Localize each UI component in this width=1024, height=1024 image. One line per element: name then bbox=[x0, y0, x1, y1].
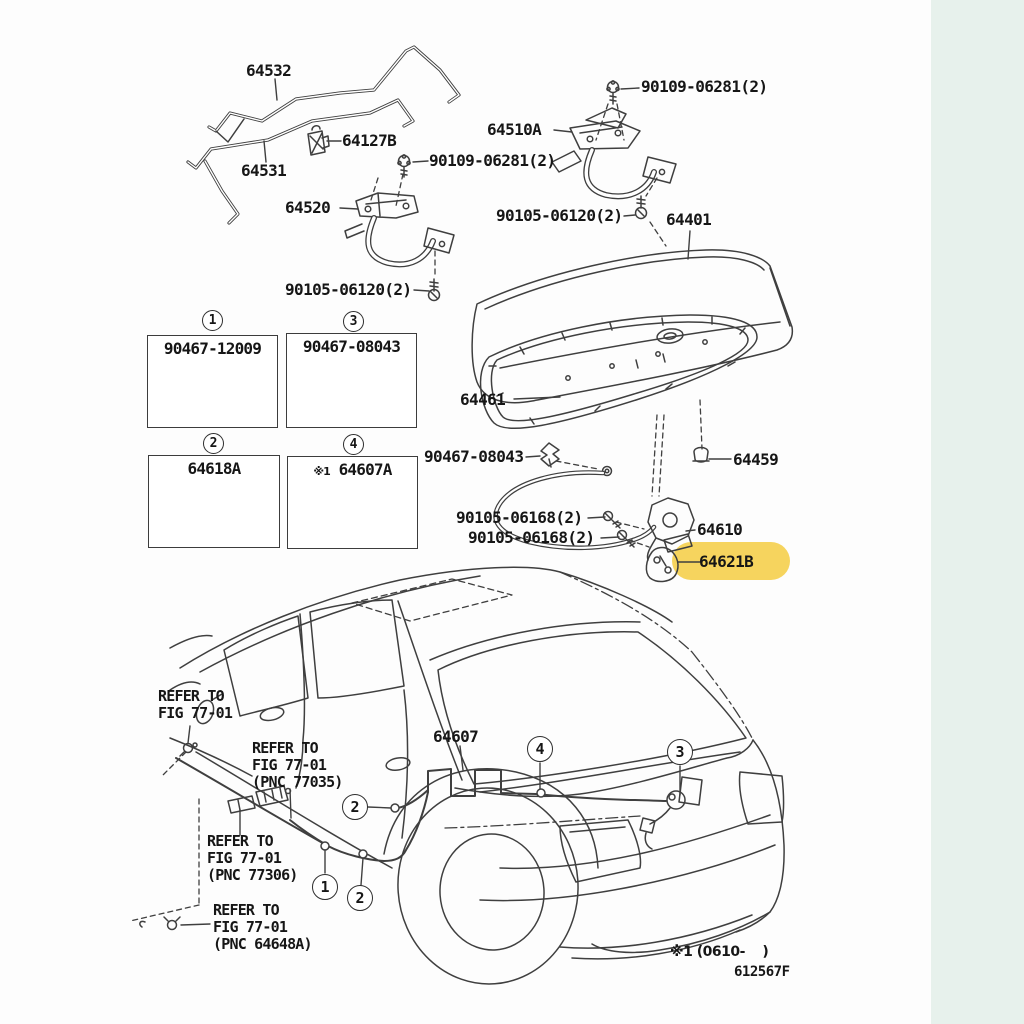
callout-3: 3 bbox=[667, 739, 693, 765]
label-64127B: 64127B bbox=[342, 131, 397, 150]
refer-note-line: REFER TO bbox=[158, 687, 225, 705]
label-64531: 64531 bbox=[241, 161, 287, 180]
clip-90467-08043-icon bbox=[540, 442, 560, 468]
callout-box-3: 3 bbox=[343, 311, 364, 332]
detail-box-90467-08043: 90467-08043 bbox=[286, 333, 417, 428]
bolt-90109-right-icon bbox=[606, 80, 620, 105]
callout-1: 1 bbox=[312, 874, 338, 900]
refer-note-line: REFER TO bbox=[207, 832, 274, 850]
refer-note-line: FIG 77-01 bbox=[252, 756, 327, 774]
dash-dot-lines bbox=[444, 571, 754, 829]
weatherstrip-64461 bbox=[479, 314, 758, 430]
label-90105-06168-b: 90105-06168(2) bbox=[468, 528, 595, 547]
refer-note-line: (PNC 64648A) bbox=[213, 935, 313, 953]
detail-box-90467-12009: 90467-12009 bbox=[147, 335, 278, 428]
label-64621B: 64621B bbox=[699, 552, 754, 571]
clip-64127b-icon bbox=[307, 125, 330, 156]
label-64610: 64610 bbox=[697, 520, 743, 539]
label-64510A: 64510A bbox=[487, 120, 542, 139]
footnote-applicability: ※1 (0610- ) bbox=[670, 944, 769, 960]
highlight-64621B bbox=[672, 542, 790, 580]
detail-box-part-number: ※1 64607A bbox=[288, 460, 417, 479]
label-64607: 64607 bbox=[433, 727, 479, 746]
refer-note-line: FIG 77-01 bbox=[158, 704, 233, 722]
refer-note-2: REFER TO FIG 77-01 (PNC 77035) bbox=[252, 740, 343, 791]
plug-64459-icon bbox=[692, 446, 710, 463]
leader-lines bbox=[180, 78, 732, 926]
right-margin-strip bbox=[931, 0, 1024, 1024]
detail-box-part-number: 90467-08043 bbox=[302, 337, 401, 356]
refer-note-line: FIG 77-01 bbox=[213, 918, 288, 936]
refer-note-4: REFER TO FIG 77-01 (PNC 64648A) bbox=[213, 901, 313, 953]
label-64520: 64520 bbox=[285, 198, 331, 217]
refer-note-line: (PNC 77035) bbox=[252, 773, 343, 791]
hinge-64520 bbox=[344, 192, 455, 302]
label-64459: 64459 bbox=[733, 450, 779, 469]
callout-4: 4 bbox=[527, 736, 553, 762]
torsion-bars bbox=[186, 45, 461, 225]
detail-box-64618A: 64618A bbox=[148, 455, 280, 548]
detail-box-64607A: ※1 64607A bbox=[287, 456, 418, 549]
label-90105-06120-right: 90105-06120(2) bbox=[496, 206, 623, 225]
refer-note-1: REFER TO FIG 77-01 bbox=[158, 687, 233, 722]
callout-box-4: 4 bbox=[343, 434, 364, 455]
callout-box-1: 1 bbox=[202, 310, 223, 331]
label-64401: 64401 bbox=[666, 210, 712, 229]
harness-clips bbox=[320, 788, 546, 859]
refer-note-3: REFER TO FIG 77-01 (PNC 77306) bbox=[207, 833, 298, 884]
dashed-lines bbox=[129, 103, 703, 922]
callout-2-a: 2 bbox=[342, 794, 368, 820]
label-90467-08043: 90467-08043 bbox=[424, 447, 524, 466]
figure-code: 612567F bbox=[734, 964, 790, 980]
refer-note-line: REFER TO bbox=[252, 739, 319, 757]
refer-note-line: FIG 77-01 bbox=[207, 849, 282, 867]
lock-cable-assembly bbox=[493, 465, 695, 583]
refer-note-line: REFER TO bbox=[213, 901, 280, 919]
label-90109-06281-right: 90109-06281(2) bbox=[641, 77, 768, 96]
detail-box-part-number: 90467-12009 bbox=[163, 339, 262, 358]
label-90105-06168-a: 90105-06168(2) bbox=[456, 508, 583, 527]
footnote-ref-mark: ※1 bbox=[313, 465, 330, 478]
label-90109-06281-left: 90109-06281(2) bbox=[429, 151, 556, 170]
detail-box-part-number: 64618A bbox=[187, 459, 242, 478]
bolt-90109-left-icon bbox=[397, 154, 411, 178]
label-90105-06120-left: 90105-06120(2) bbox=[285, 280, 412, 299]
label-64532: 64532 bbox=[246, 61, 292, 80]
refer-note-line: (PNC 77306) bbox=[207, 866, 298, 884]
detail-box-part-number-text: 64607A bbox=[338, 460, 393, 479]
callout-box-2: 2 bbox=[203, 433, 224, 454]
hinge-64510a bbox=[551, 107, 677, 220]
callout-2-b: 2 bbox=[347, 885, 373, 911]
car-body bbox=[169, 566, 785, 985]
label-64461: 64461 bbox=[460, 390, 506, 409]
